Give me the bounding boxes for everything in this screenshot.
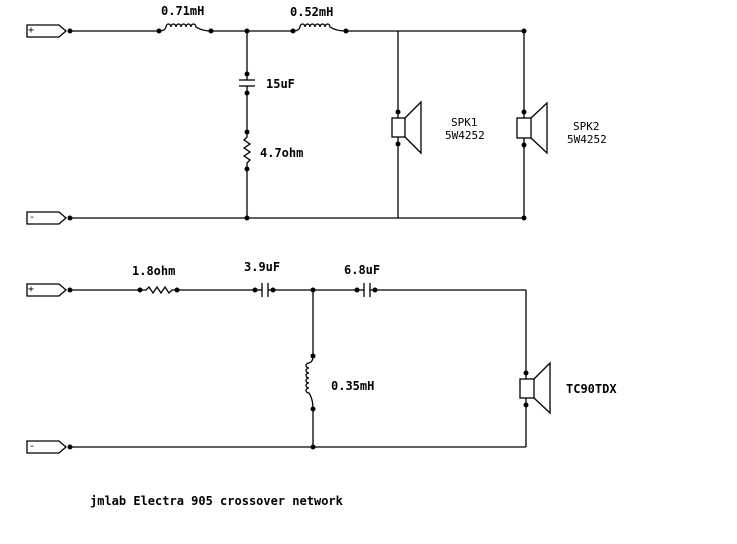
inductor-0.52mH[interactable] (292, 23, 347, 32)
spk1-ref: SPK1 (451, 116, 478, 129)
inductor-0.71mH[interactable] (158, 23, 212, 32)
resistor-1.8ohm[interactable] (140, 285, 177, 295)
label-l1-top: 0.71mH (161, 4, 205, 18)
plus-sign-bottom: + (28, 284, 35, 295)
terminal-plus-top[interactable] (26, 24, 67, 38)
label-l1-bottom: 0.35mH (331, 379, 375, 393)
label-r1-top: 4.7ohm (260, 146, 304, 160)
plus-sign-top: + (28, 25, 35, 36)
spk2-model: 5W4252 (567, 133, 607, 146)
minus-sign-bottom: - (29, 441, 36, 452)
tweeter-section (26, 283, 551, 454)
label-r1-bottom: 1.8ohm (132, 264, 176, 278)
spk1-model: 5W4252 (445, 129, 485, 142)
spk2-ref: SPK2 (573, 120, 600, 133)
diagram-caption: jmlab Electra 905 crossover network (90, 494, 343, 508)
inductor-0.35mH[interactable] (305, 355, 314, 410)
label-l2-top: 0.52mH (290, 5, 334, 19)
speaker-spk2[interactable] (516, 101, 548, 155)
label-c1-top: 15uF (266, 77, 295, 91)
terminal-minus-top[interactable] (26, 211, 67, 225)
woofer-section (26, 23, 548, 225)
speaker-tweeter-label: TC90TDX (566, 382, 617, 396)
speaker-spk2-label: SPK2 5W4252 (567, 120, 607, 146)
terminal-minus-bottom[interactable] (26, 440, 67, 454)
label-c2-bottom: 6.8uF (344, 263, 381, 277)
resistor-4.7ohm[interactable] (242, 132, 252, 169)
terminal-plus-bottom[interactable] (26, 283, 67, 297)
speaker-spk1-label: SPK1 5W4252 (445, 116, 485, 142)
label-c1-bottom: 3.9uF (244, 260, 281, 274)
speaker-tweeter[interactable] (519, 361, 551, 415)
minus-sign-top: - (29, 212, 36, 223)
